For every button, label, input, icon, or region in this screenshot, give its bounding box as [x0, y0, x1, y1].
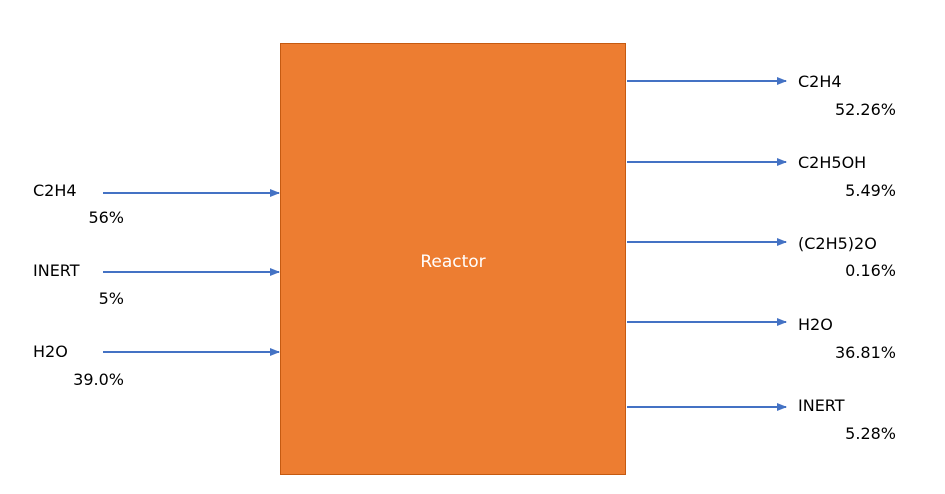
reactor-label: Reactor	[420, 252, 486, 272]
output-value-inert: 5.28%	[845, 424, 896, 443]
output-name-h2o: H2O	[798, 315, 833, 334]
output-name-diethyl-ether: (C2H5)2O	[798, 234, 877, 253]
output-name-c2h4: C2H4	[798, 72, 842, 91]
input-value-h2o: 39.0%	[73, 370, 124, 389]
output-name-inert: INERT	[798, 396, 845, 415]
output-value-c2h4: 52.26%	[834, 100, 896, 119]
output-value-diethyl-ether: 0.16%	[845, 261, 896, 280]
input-name-h2o: H2O	[33, 342, 68, 361]
output-value-c2h5oh: 5.49%	[845, 181, 896, 200]
output-value-h2o: 36.81%	[834, 343, 896, 362]
input-name-inert: INERT	[33, 261, 80, 280]
reactor-box: Reactor	[280, 43, 626, 475]
output-name-c2h5oh: C2H5OH	[798, 153, 867, 172]
input-value-c2h4: 56%	[88, 208, 124, 227]
input-value-inert: 5%	[98, 289, 124, 308]
input-name-c2h4: C2H4	[33, 181, 77, 200]
